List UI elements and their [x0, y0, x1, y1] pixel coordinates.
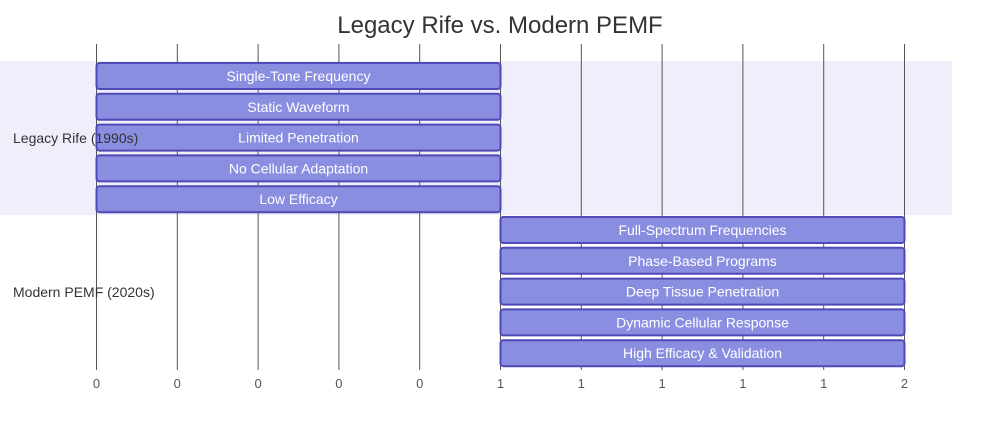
- task-label: Full-Spectrum Frequencies: [618, 222, 786, 238]
- task-bar-group: Phase-Based Programs: [499, 246, 906, 275]
- x-tick-label: 0: [416, 376, 423, 391]
- task-bar-group: Static Waveform: [95, 92, 502, 121]
- task-bar: [499, 308, 906, 337]
- task-bar: [95, 123, 502, 152]
- task-bar: [499, 339, 906, 368]
- x-tick-label: 1: [578, 376, 585, 391]
- section-label-2: Modern PEMF (2020s): [13, 284, 155, 300]
- x-tick-label: 0: [93, 376, 100, 391]
- task-bar-group: Low Efficacy: [95, 185, 502, 214]
- task-bar: [95, 154, 502, 183]
- task-label: Low Efficacy: [259, 191, 337, 207]
- task-bar-group: Limited Penetration: [95, 123, 502, 152]
- task-bar-group: No Cellular Adaptation: [95, 154, 502, 183]
- task-label: Deep Tissue Penetration: [626, 284, 779, 300]
- task-bar: [499, 277, 906, 306]
- task-label: Phase-Based Programs: [628, 253, 777, 269]
- x-tick-label: 2: [901, 376, 908, 391]
- x-tick-label: 0: [335, 376, 342, 391]
- task-bar: [95, 62, 502, 90]
- task-label: Limited Penetration: [238, 130, 359, 146]
- task-bar-group: Full-Spectrum Frequencies: [499, 216, 906, 244]
- task-bar-group: Deep Tissue Penetration: [499, 277, 906, 306]
- task-bar: [95, 185, 502, 214]
- x-tick-label: 1: [497, 376, 504, 391]
- task-label: Static Waveform: [247, 99, 349, 115]
- section-label-1: Legacy Rife (1990s): [13, 130, 138, 146]
- task-label: Dynamic Cellular Response: [616, 314, 789, 330]
- x-tick-label: 0: [254, 376, 261, 391]
- task-bar-group: High Efficacy & Validation: [499, 339, 906, 368]
- x-tick-label: 1: [739, 376, 746, 391]
- task-bar: [95, 92, 502, 121]
- x-axis-ticks: 0 0 0 0 0 1 1 1 1 1 2: [93, 376, 908, 391]
- x-tick-label: 1: [820, 376, 827, 391]
- task-bar: [499, 246, 906, 275]
- task-label: No Cellular Adaptation: [229, 160, 368, 176]
- chart-title: Legacy Rife vs. Modern PEMF: [337, 12, 662, 39]
- task-bar: [499, 216, 906, 244]
- x-tick-label: 1: [658, 376, 665, 391]
- task-label: Single-Tone Frequency: [227, 68, 371, 84]
- task-label: High Efficacy & Validation: [623, 345, 782, 361]
- x-tick-label: 0: [174, 376, 181, 391]
- section-labels: Legacy Rife (1990s) Modern PEMF (2020s): [13, 130, 155, 300]
- task-bar-group: Single-Tone Frequency: [95, 62, 502, 90]
- task-bar-group: Dynamic Cellular Response: [499, 308, 906, 337]
